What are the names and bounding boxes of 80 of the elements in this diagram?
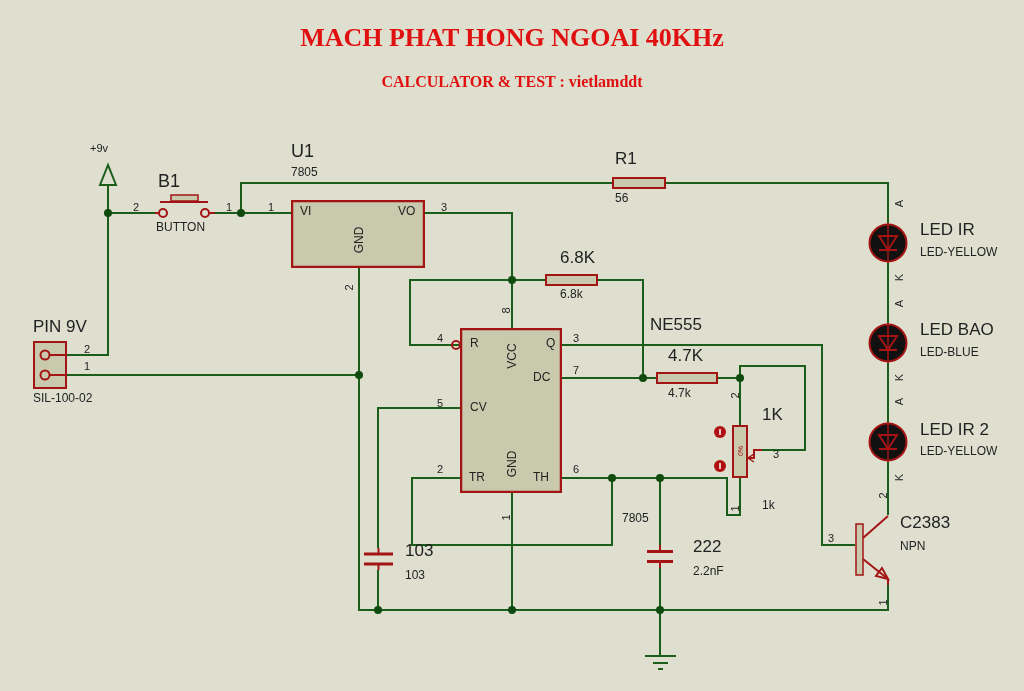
component-label: LED BAO [920, 321, 994, 338]
pin-name: TH [533, 471, 549, 483]
pin-name: VCC [506, 343, 518, 369]
pin-number: 1 [84, 361, 91, 372]
component-label: 4.7K [668, 347, 703, 364]
component-value: 7805 [291, 166, 318, 178]
pin-name: CV [470, 401, 487, 413]
pin-number: A [894, 299, 906, 308]
pin-number: 5 [437, 398, 444, 409]
component-value: 103 [405, 569, 426, 581]
subtitle: CALCULATOR & TEST : vietlamddt [381, 72, 643, 92]
component-value: 4.7k [668, 387, 691, 399]
pin-number: 2 [343, 284, 355, 291]
wire [411, 477, 613, 546]
pin-name: GND [506, 450, 518, 478]
component-label: 6.8K [560, 249, 595, 266]
pin-name: GND [353, 226, 365, 254]
wire [214, 182, 613, 214]
pin-number: 3 [441, 202, 448, 213]
pin-number: A [894, 199, 906, 208]
pin-number: 6 [573, 464, 580, 475]
component-value: 2.2nF [693, 565, 724, 577]
pin-number: K [894, 373, 906, 382]
component-value: LED-YELLOW [920, 246, 998, 258]
component-value: 7805 [622, 512, 649, 524]
pin-number: 7 [573, 365, 580, 376]
pin-number: 1 [268, 202, 275, 213]
pin-number: K [894, 473, 906, 482]
component-value: 56 [615, 192, 629, 204]
pin-number: K [894, 273, 906, 282]
wire [887, 362, 889, 423]
component-label: NE555 [650, 316, 702, 333]
component-label: C2383 [900, 514, 951, 531]
wire [409, 212, 513, 346]
component-value: 1k [762, 499, 775, 511]
component-label: 222 [693, 538, 722, 555]
title: MACH PHAT HONG NGOAI 40KHz [300, 22, 724, 54]
pin-number: A [894, 397, 906, 406]
wire [107, 185, 156, 214]
pin-number: 2 [437, 464, 444, 475]
pin-number: 1 [877, 599, 889, 606]
pin-name: VI [300, 205, 312, 217]
pin-name: TR [469, 471, 485, 483]
pin-number: 1 [729, 505, 741, 512]
pin-name: VO [398, 205, 416, 217]
component-label: PIN 9V [33, 318, 87, 335]
pin-number: 8 [500, 307, 512, 314]
component-value: SIL-100-02 [33, 392, 93, 404]
component-label: B1 [158, 172, 181, 190]
component-value: NPN [900, 540, 926, 552]
pin-number: 1 [226, 202, 233, 213]
component-label: LED IR [920, 221, 975, 238]
pin-number: 3 [828, 533, 835, 544]
wire [887, 262, 889, 324]
wire [561, 344, 856, 546]
component-label: LED IR 2 [920, 421, 989, 438]
component-label: 103 [405, 542, 434, 559]
supply-label: +9v [90, 143, 109, 154]
pin-number: 3 [773, 449, 780, 460]
pin-number: 4 [437, 333, 444, 344]
pin-number: 2 [133, 202, 140, 213]
wire [665, 182, 889, 224]
pin-number: 2 [729, 392, 741, 399]
pin-name: DC [533, 371, 551, 383]
pin-number: 3 [573, 333, 580, 344]
wire [659, 567, 889, 611]
pin-number: 1 [500, 514, 512, 521]
component-value: LED-YELLOW [920, 445, 998, 457]
pin-number: 2 [84, 344, 91, 355]
component-label: 1K [762, 406, 783, 423]
pin-number: 2 [877, 492, 889, 499]
component-value: LED-BLUE [920, 346, 979, 358]
wire [887, 461, 889, 516]
component-value: BUTTON [156, 221, 206, 233]
pin-name: Q [546, 337, 556, 349]
pin-name: R [470, 337, 479, 349]
component-label: U1 [291, 142, 314, 160]
wire [377, 407, 461, 549]
component-label: R1 [615, 150, 637, 167]
component-value: 6.8k [560, 288, 583, 300]
